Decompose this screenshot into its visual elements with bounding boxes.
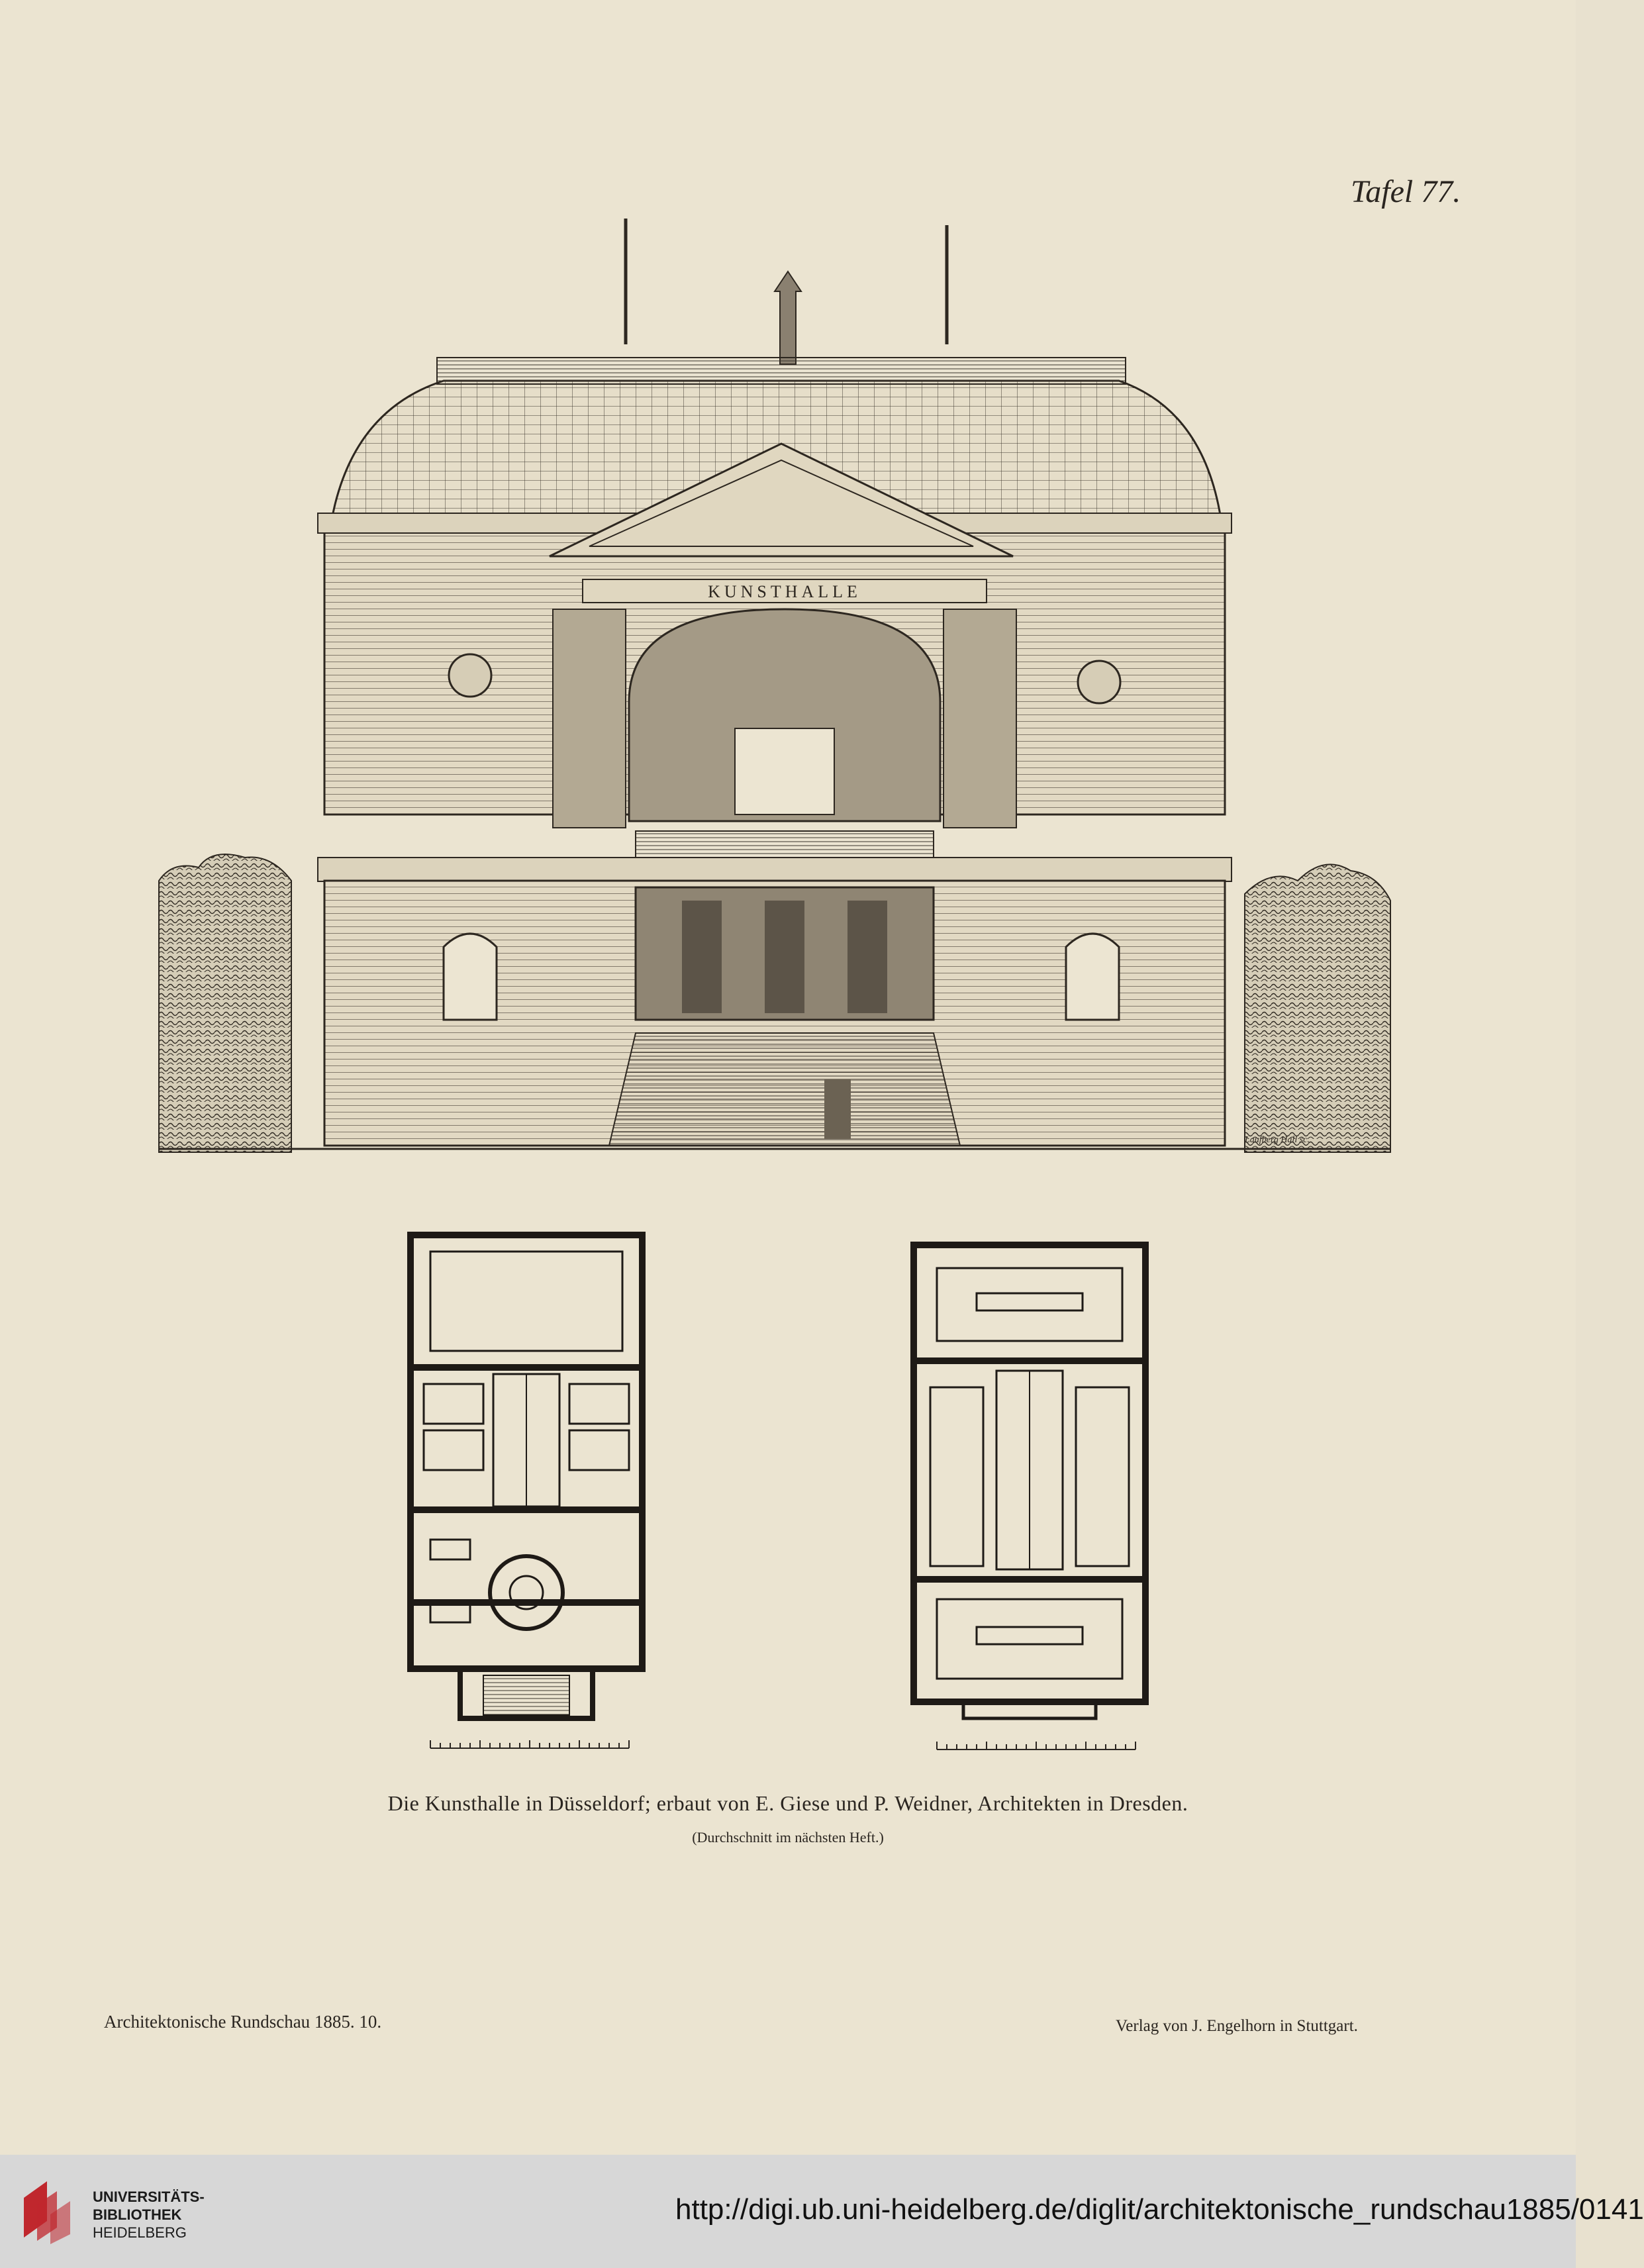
caryatid-left — [552, 609, 626, 828]
engraver-signature: Laufberg Hall sc. — [1244, 1135, 1310, 1145]
plate-page: Tafel 77. — [104, 174, 1461, 2035]
pediment — [549, 442, 1014, 558]
medallion-right — [1077, 660, 1122, 705]
balcony — [635, 830, 934, 858]
ground-floor-plan — [407, 1232, 646, 1721]
journal-reference: Architektonische Rundschau 1885. 10. — [104, 2012, 382, 2032]
library-name-line1: UNIVERSITÄTS- — [93, 2189, 205, 2205]
scale-bar-right — [936, 1742, 1136, 1750]
figures — [824, 1079, 851, 1139]
crowning-statue — [773, 270, 802, 365]
plate-number: Tafel 77. — [1351, 174, 1461, 209]
tree-right — [1244, 863, 1391, 1153]
library-name-line3: HEIDELBERG — [93, 2224, 187, 2241]
scale-bar-left — [430, 1740, 630, 1749]
plate-subcaption: (Durchschnitt im nächsten Heft.) — [692, 1829, 884, 1846]
window-right — [1065, 932, 1120, 1021]
publisher-line: Verlag von J. Engelhorn in Stuttgart. — [1116, 2017, 1358, 2035]
tree-left — [158, 854, 292, 1153]
window-left — [442, 932, 498, 1021]
central-arch — [628, 608, 942, 822]
entrance-stairs — [608, 1032, 961, 1146]
facade-elevation-drawing: KUNSTHALLE Laufberg Hall sc. — [158, 219, 1391, 1153]
permalink-url[interactable]: http://digi.ub.uni-heidelberg.de/diglit/… — [675, 2193, 1644, 2226]
library-footer-bar: UNIVERSITÄTS- BIBLIOTHEK HEIDELBERG http… — [0, 2155, 1644, 2268]
caryatid-right — [943, 609, 1017, 828]
plate-caption: Die Kunsthalle in Düsseldorf; erbaut von… — [387, 1791, 1188, 1815]
medallion-left — [448, 653, 493, 698]
library-name: UNIVERSITÄTS- BIBLIOTHEK HEIDELBERG — [93, 2188, 205, 2242]
upper-floor-plan — [910, 1242, 1149, 1720]
library-logo-icon — [24, 2181, 70, 2244]
library-name-line2: BIBLIOTHEK — [93, 2206, 182, 2223]
inscription: KUNSTHALLE — [708, 582, 861, 601]
